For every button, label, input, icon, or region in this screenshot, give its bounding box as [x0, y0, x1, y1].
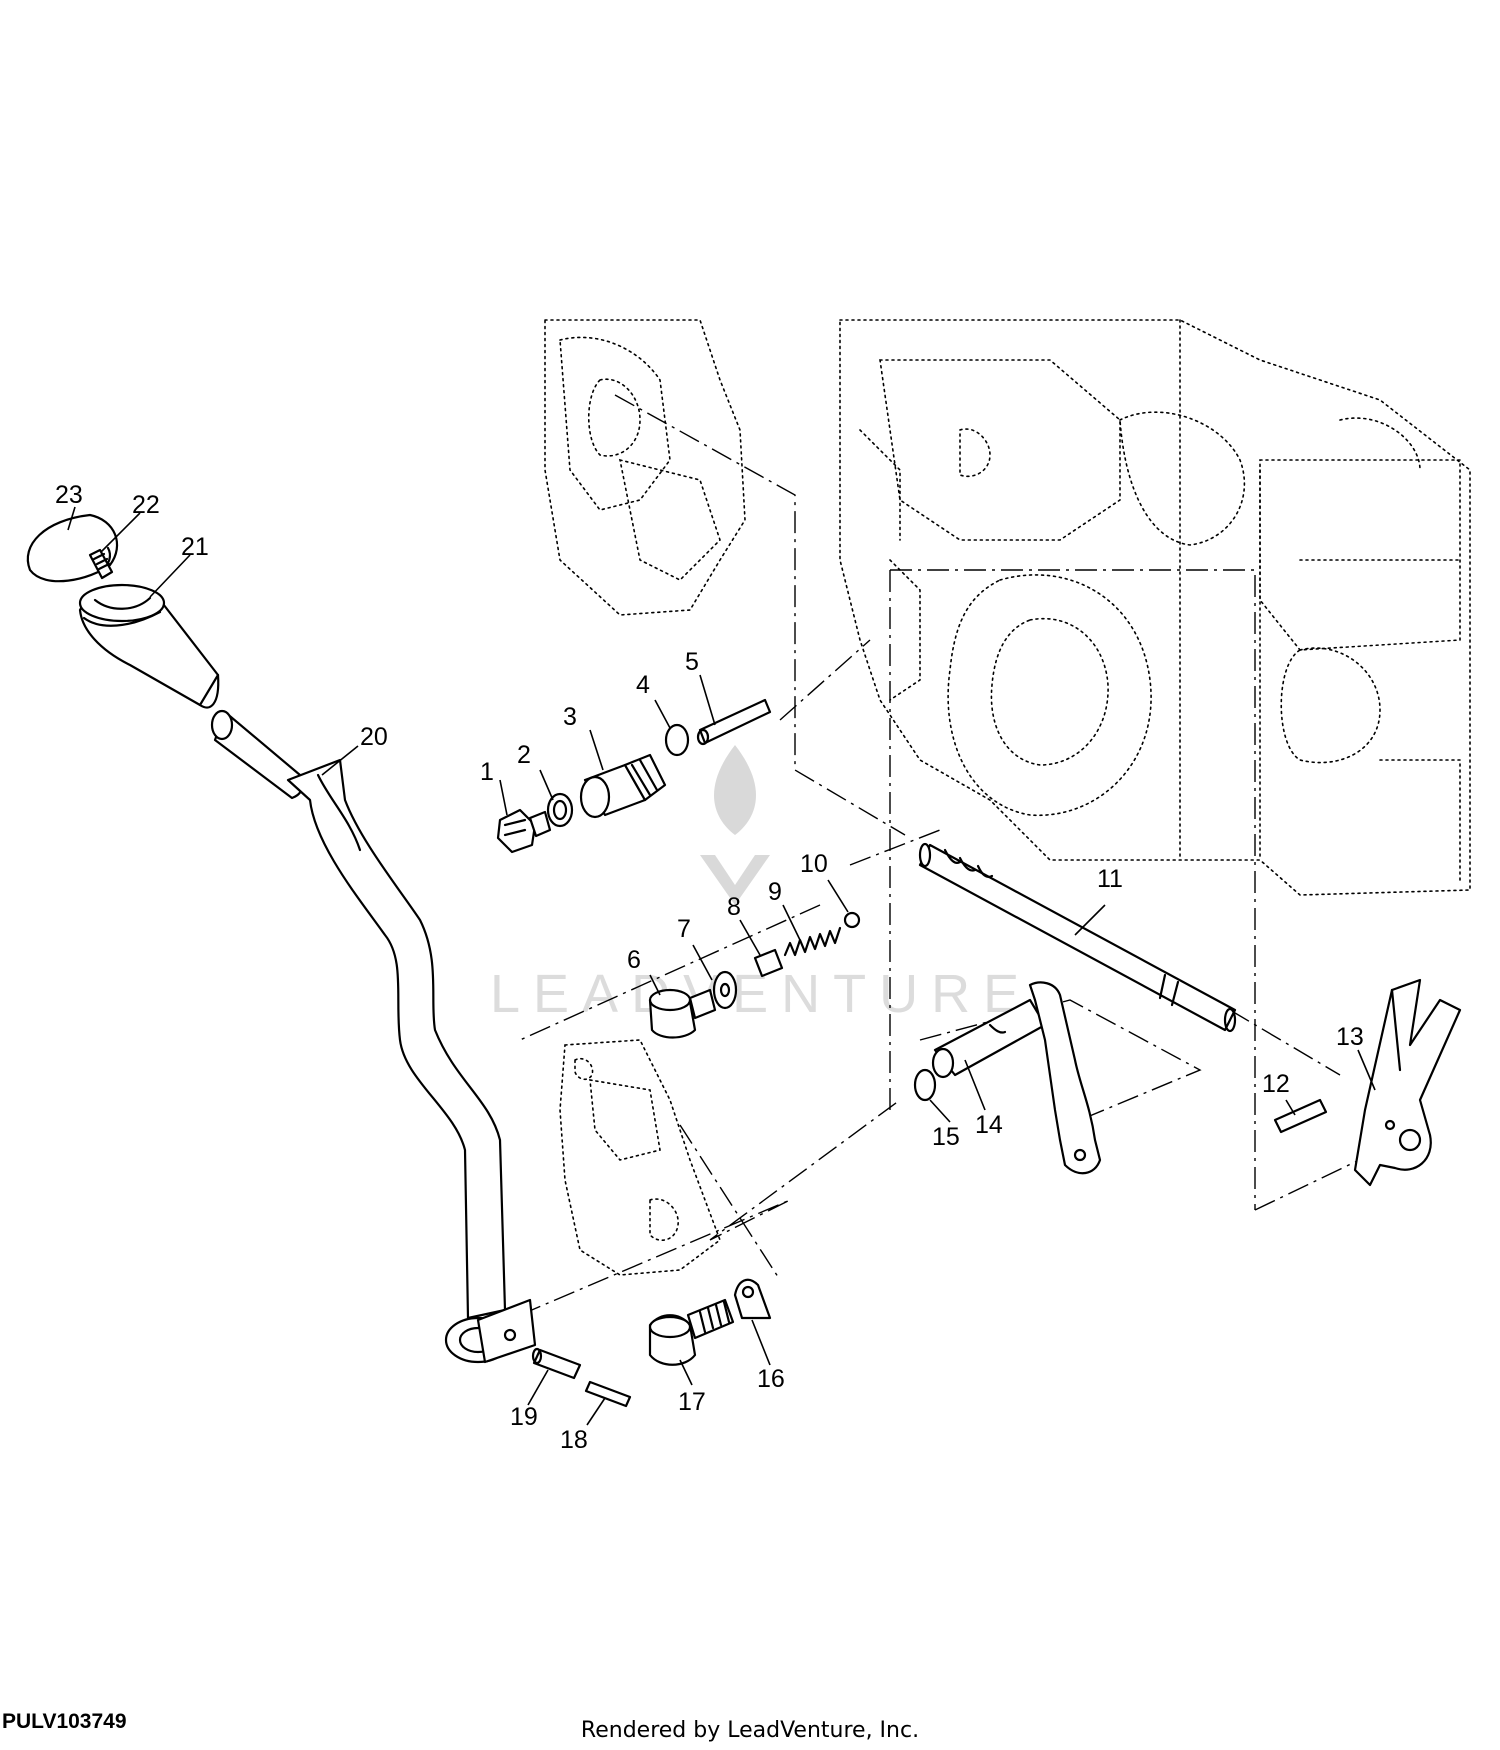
switch: [496, 808, 552, 854]
sealing-washer: [712, 970, 738, 1010]
callout-8: 8: [727, 893, 741, 921]
callout-21: 21: [181, 533, 209, 561]
spring-pin: [1273, 1098, 1328, 1134]
diagram-id-label: PULV103749: [2, 1710, 127, 1733]
callout-3: 3: [563, 703, 577, 731]
callout-18: 18: [560, 1426, 588, 1454]
callout-leaders: [67, 506, 1376, 1426]
callout-6: 6: [627, 946, 641, 974]
callout-16: 16: [757, 1365, 785, 1393]
shift-arm: [931, 981, 1102, 1175]
callout-14: 14: [975, 1111, 1003, 1139]
callout-19: 19: [510, 1403, 538, 1431]
detent-ball: [843, 911, 861, 929]
lock-washer: [733, 1278, 772, 1320]
plug: [648, 988, 717, 1039]
watermark-logo: [700, 745, 770, 905]
callout-12: 12: [1262, 1070, 1290, 1098]
shift-lever: [210, 709, 537, 1364]
o-ring: [664, 723, 690, 757]
shift-knob: [78, 583, 220, 709]
callout-17: 17: [678, 1388, 706, 1416]
callout-13: 13: [1336, 1023, 1364, 1051]
bolt: [648, 1298, 735, 1366]
detent-spring: [783, 926, 842, 957]
callout-15: 15: [932, 1123, 960, 1151]
set-screw: [88, 548, 114, 580]
roll-pin: [531, 1347, 582, 1380]
callout-23: 23: [55, 481, 83, 509]
shift-fork: [1353, 978, 1462, 1187]
sleeve: [753, 948, 784, 978]
callout-2: 2: [517, 741, 531, 769]
callout-10: 10: [800, 850, 828, 878]
callout-22: 22: [132, 491, 160, 519]
callout-20: 20: [360, 723, 388, 751]
callout-1: 1: [480, 758, 494, 786]
render-credit: Rendered by LeadVenture, Inc.: [580, 1718, 920, 1743]
callout-5: 5: [685, 648, 699, 676]
callout-4: 4: [636, 671, 650, 699]
shift-rail: [918, 842, 1237, 1033]
adapter: [579, 753, 667, 819]
detent-pin: [696, 698, 772, 746]
cover-plate-outline: [559, 1039, 721, 1276]
engine-block-outline: [544, 319, 1471, 896]
callout-7: 7: [677, 915, 691, 943]
callout-labels: 1 2 3 4 5 6 7 8 9 10 11 12 13 14 15 16 1…: [55, 481, 1364, 1454]
o-ring-washer: [546, 792, 574, 828]
arm-o-ring: [913, 1068, 937, 1102]
callout-9: 9: [768, 878, 782, 906]
pin: [584, 1380, 632, 1408]
callout-11: 11: [1097, 865, 1123, 893]
